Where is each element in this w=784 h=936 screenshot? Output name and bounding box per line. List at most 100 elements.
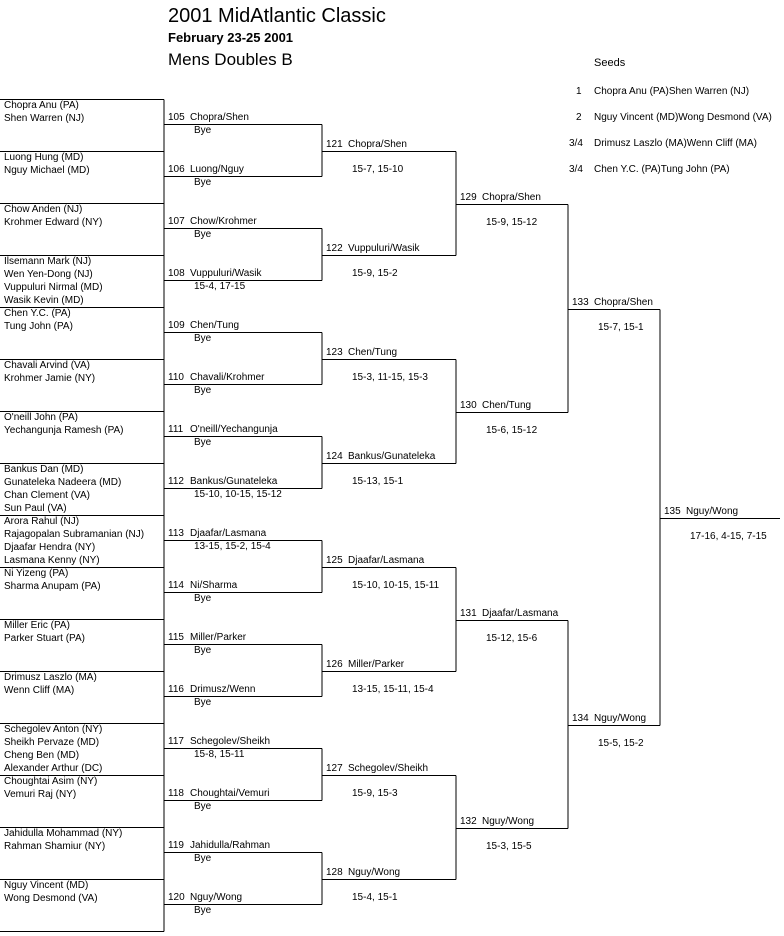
match-number: 119: [168, 839, 184, 851]
match-number: 123: [326, 346, 343, 358]
tournament-title: 2001 MidAtlantic Classic: [168, 5, 386, 27]
match-score: 15-8, 15-11: [194, 748, 245, 760]
player-name: Ni Yizeng (PA): [4, 567, 69, 579]
player-name: Chopra Anu (PA): [4, 99, 79, 111]
match-winner: Schegolev/Sheikh: [190, 735, 271, 747]
player-name: Luong Hung (MD): [4, 151, 84, 163]
match-winner: Chopra/Shen: [348, 138, 407, 150]
player-name: Cheng Ben (MD): [4, 749, 80, 761]
match-winner: Nguy/Wong: [190, 891, 243, 903]
player-name: Vuppuluri Nirmal (MD): [4, 281, 103, 293]
seed-number: 2: [576, 112, 582, 123]
seeds-title: Seeds: [594, 57, 626, 69]
match-number: 124: [326, 450, 343, 462]
match-winner: Djaafar/Lasmana: [190, 527, 267, 539]
match-number: 134: [572, 712, 589, 724]
match-winner: Bankus/Gunateleka: [190, 475, 278, 487]
seed-team: Chen Y.C. (PA)Tung John (PA): [594, 164, 730, 175]
match-winner: Djaafar/Lasmana: [348, 554, 425, 566]
player-name: Tung John (PA): [4, 320, 73, 332]
match-winner: Chen/Tung: [348, 346, 398, 358]
match-number: 131: [460, 607, 477, 619]
match-winner: Jahidulla/Rahman: [190, 839, 271, 851]
match-number: 118: [168, 787, 184, 799]
match-score: 15-12, 15-6: [486, 632, 538, 644]
match-winner: Choughtai/Vemuri: [190, 787, 270, 799]
match-winner: Vuppuluri/Wasik: [348, 242, 420, 254]
player-name: Djaafar Hendra (NY): [4, 541, 96, 553]
seed-team: Drimusz Laszlo (MA)Wenn Cliff (MA): [594, 138, 757, 149]
player-name: O'neill John (PA): [4, 411, 78, 423]
match-number: 117: [168, 735, 184, 747]
seed-number: 3/4: [569, 164, 583, 175]
match-winner: Chen/Tung: [482, 399, 532, 411]
match-number: 125: [326, 554, 343, 566]
match-score: Bye: [194, 176, 212, 188]
match-score: Bye: [194, 384, 212, 396]
match-winner: Bankus/Gunateleka: [348, 450, 436, 462]
match-score: 15-9, 15-12: [486, 216, 538, 228]
player-name: Krohmer Edward (NY): [4, 216, 103, 228]
match-number: 135: [664, 505, 681, 517]
match-number: 110: [168, 371, 184, 383]
match-winner: Miller/Parker: [190, 631, 247, 643]
match-score: Bye: [194, 228, 212, 240]
match-number: 132: [460, 815, 477, 827]
player-name: Schegolev Anton (NY): [4, 723, 103, 735]
event-name: Mens Doubles B: [168, 50, 293, 69]
player-name: Chavali Arvind (VA): [4, 359, 90, 371]
match-number: 121: [326, 138, 343, 150]
match-number: 105: [168, 111, 185, 123]
match-number: 122: [326, 242, 343, 254]
seed-number: 1: [576, 86, 582, 97]
match-winner: Chopra/Shen: [594, 296, 653, 308]
match-score: 13-15, 15-11, 15-4: [352, 683, 434, 695]
player-name: Chow Anden (NJ): [4, 203, 83, 215]
match-number: 127: [326, 762, 343, 774]
match-score: Bye: [194, 124, 212, 136]
match-score: Bye: [194, 644, 212, 656]
match-number: 120: [168, 891, 185, 903]
player-name: Alexander Arthur (DC): [4, 762, 103, 774]
match-number: 106: [168, 163, 185, 175]
match-score: Bye: [194, 592, 212, 604]
match-number: 109: [168, 319, 185, 331]
match-winner: Nguy/Wong: [348, 866, 401, 878]
match-number: 114: [168, 579, 184, 591]
match-winner: Chopra/Shen: [190, 111, 249, 123]
tournament-dates: February 23-25 2001: [168, 30, 294, 45]
seed-team: Nguy Vincent (MD)Wong Desmond (VA): [594, 112, 772, 123]
player-name: Sun Paul (VA): [4, 502, 67, 514]
match-winner: Chavali/Krohmer: [190, 371, 265, 383]
match-winner: Ni/Sharma: [190, 579, 238, 591]
match-score: 15-10, 10-15, 15-12: [194, 488, 282, 500]
match-winner: Miller/Parker: [348, 658, 405, 670]
match-winner: Chen/Tung: [190, 319, 240, 331]
player-name: Drimusz Laszlo (MA): [4, 671, 97, 683]
seed-number: 3/4: [569, 138, 583, 149]
match-winner: Vuppuluri/Wasik: [190, 267, 262, 279]
match-winner: O'neill/Yechangunja: [190, 423, 278, 435]
match-winner: Chow/Krohmer: [190, 215, 257, 227]
player-name: Sheikh Pervaze (MD): [4, 736, 100, 748]
match-winner: Luong/Nguy: [190, 163, 244, 175]
match-score: 15-4, 15-1: [352, 891, 398, 903]
match-score: Bye: [194, 800, 212, 812]
player-name: Bankus Dan (MD): [4, 463, 84, 475]
match-score: 15-13, 15-1: [352, 475, 404, 487]
player-name: Miller Eric (PA): [4, 619, 70, 631]
player-name: Wong Desmond (VA): [4, 892, 98, 904]
player-name: Wenn Cliff (MA): [4, 684, 75, 696]
match-score: 15-9, 15-3: [352, 787, 398, 799]
match-number: 129: [460, 191, 477, 203]
player-name: Chan Clement (VA): [4, 489, 90, 501]
match-score: 15-3, 15-5: [486, 840, 532, 852]
player-name: Nguy Vincent (MD): [4, 879, 89, 891]
player-name: Vemuri Raj (NY): [4, 788, 77, 800]
player-name: Krohmer Jamie (NY): [4, 372, 96, 384]
player-name: Nguy Michael (MD): [4, 164, 90, 176]
match-score: 15-6, 15-12: [486, 424, 538, 436]
match-winner: Djaafar/Lasmana: [482, 607, 559, 619]
